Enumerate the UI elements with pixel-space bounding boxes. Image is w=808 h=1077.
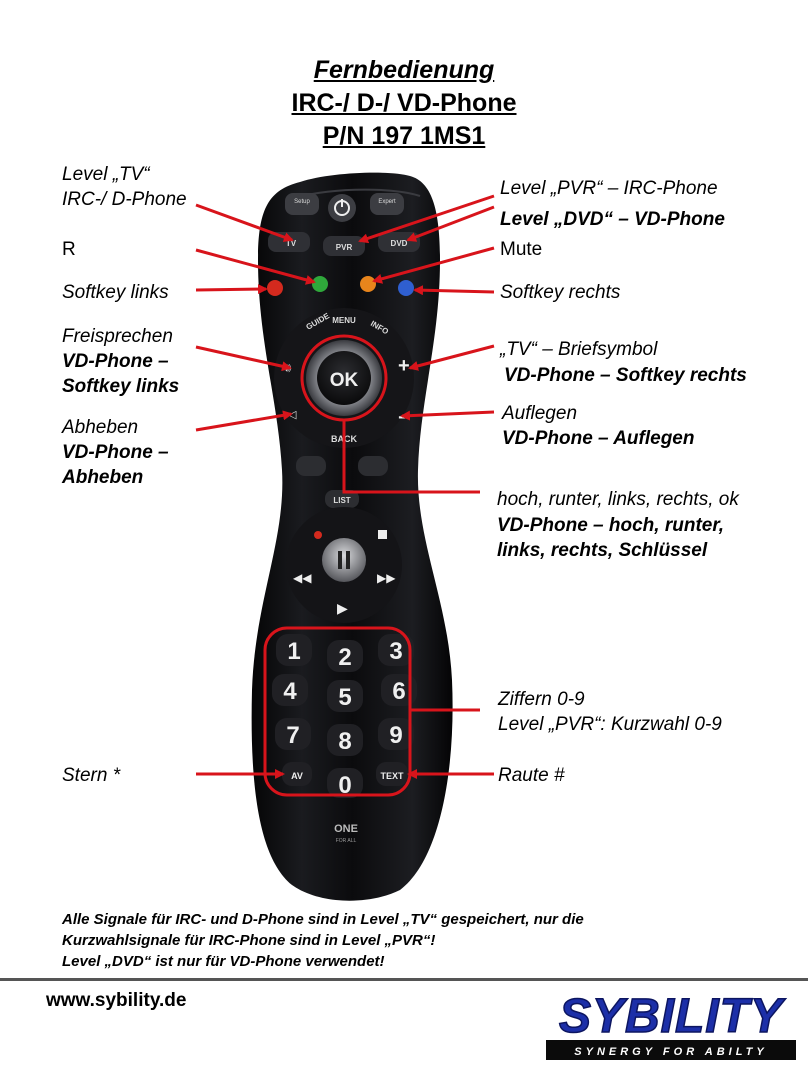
footer-rule bbox=[0, 978, 808, 981]
svg-text:4: 4 bbox=[283, 678, 297, 705]
svg-text:PVR: PVR bbox=[336, 243, 353, 252]
annotation-highlights bbox=[263, 334, 480, 797]
label-abheben-2: Abheben bbox=[62, 467, 144, 488]
label-vd-auflegen: VD-Phone – Auflegen bbox=[502, 428, 695, 449]
note-line-1: Alle Signale für IRC- und D-Phone sind i… bbox=[62, 911, 584, 928]
label-navigation: hoch, runter, links, rechts, ok bbox=[497, 489, 739, 510]
svg-text:AV: AV bbox=[291, 771, 303, 781]
label-irc-d-phone: IRC-/ D-Phone bbox=[62, 189, 187, 210]
label-mute: Mute bbox=[500, 239, 543, 260]
play-icon: ▶ bbox=[337, 600, 348, 616]
svg-text:Setup: Setup bbox=[294, 199, 310, 205]
forward-icon: ▶▶ bbox=[377, 571, 396, 585]
pvr-level-button bbox=[323, 236, 365, 256]
text-button bbox=[376, 762, 408, 786]
svg-text:0: 0 bbox=[338, 772, 351, 799]
plus-icon: + bbox=[398, 355, 410, 377]
label-level-tv: Level „TV“ bbox=[62, 164, 150, 185]
svg-text:3: 3 bbox=[389, 638, 402, 665]
orange-key bbox=[360, 276, 376, 292]
label-level-pvr: Level „PVR“ – IRC-Phone bbox=[500, 178, 718, 199]
red-key bbox=[267, 280, 283, 296]
document-subtitle: IRC-/ D-/ VD-Phone bbox=[291, 89, 517, 117]
blue-key bbox=[398, 280, 414, 296]
part-number: P/N 197 1MS1 bbox=[322, 122, 486, 150]
keypad: 1 2 3 4 5 6 7 8 9 0 bbox=[272, 634, 417, 799]
svg-text:ONE: ONE bbox=[334, 823, 358, 835]
list-button bbox=[325, 490, 359, 508]
svg-text:6: 6 bbox=[392, 678, 405, 705]
svg-text:TEXT: TEXT bbox=[380, 771, 404, 781]
record-button bbox=[314, 531, 322, 539]
label-freisprechen-vd: VD-Phone – bbox=[62, 351, 169, 372]
svg-text:Expert: Expert bbox=[378, 199, 396, 205]
label-raute: Raute # bbox=[498, 765, 565, 786]
stop-button bbox=[378, 530, 387, 539]
label-tv-briefsymbol: „TV“ – Briefsymbol bbox=[500, 339, 658, 360]
svg-text:SYBILITY: SYBILITY bbox=[559, 990, 786, 1043]
svg-text:7: 7 bbox=[286, 722, 299, 749]
label-kurzwahl: Level „PVR“: Kurzwahl 0-9 bbox=[498, 714, 722, 735]
label-abheben-vd: VD-Phone – bbox=[62, 442, 169, 463]
minus-icon: − bbox=[398, 407, 410, 429]
svg-text:9: 9 bbox=[389, 722, 402, 749]
ok-button bbox=[317, 351, 371, 405]
setup-button bbox=[285, 193, 319, 215]
svg-text:DVD: DVD bbox=[391, 239, 408, 248]
note-line-3: Level „DVD“ ist nur für VD-Phone verwend… bbox=[62, 953, 385, 970]
label-auflegen: Auflegen bbox=[502, 403, 578, 424]
av-button bbox=[282, 762, 312, 786]
svg-text:5: 5 bbox=[338, 684, 351, 711]
label-level-dvd: Level „DVD“ – VD-Phone bbox=[500, 209, 725, 230]
pause-button bbox=[322, 538, 366, 582]
svg-text:TV: TV bbox=[286, 239, 297, 248]
tv-level-button bbox=[268, 232, 310, 252]
expert-button bbox=[370, 193, 404, 215]
sybility-logo: SYBILITY SYNERGY FOR ABILTY bbox=[546, 989, 796, 1060]
website-link[interactable]: www.sybility.de bbox=[46, 990, 187, 1011]
svg-text:MENU: MENU bbox=[332, 316, 356, 325]
power-button bbox=[328, 194, 356, 222]
label-softkey-links: Softkey links bbox=[62, 282, 169, 303]
note-line-2: Kurzwahlsignale für IRC-Phone sind in Le… bbox=[62, 932, 436, 949]
rewind-icon: ◀◀ bbox=[293, 571, 312, 585]
svg-text:2: 2 bbox=[338, 644, 351, 671]
label-freisprechen: Freisprechen bbox=[62, 326, 173, 347]
svg-text:LIST: LIST bbox=[333, 496, 350, 505]
label-freisprechen-softkey: Softkey links bbox=[62, 376, 180, 397]
label-ziffern: Ziffern 0-9 bbox=[498, 689, 585, 710]
label-vd-softkey-rechts: VD-Phone – Softkey rechts bbox=[504, 365, 747, 386]
label-stern: Stern * bbox=[62, 765, 121, 786]
label-softkey-rechts: Softkey rechts bbox=[500, 282, 621, 303]
green-key bbox=[312, 276, 328, 292]
document-title: Fernbedienung bbox=[313, 56, 495, 84]
label-vd-navigation-2: links, rechts, Schlüssel bbox=[497, 540, 708, 561]
svg-text:1: 1 bbox=[287, 638, 300, 665]
return-button bbox=[358, 456, 388, 476]
label-r: R bbox=[62, 239, 76, 260]
mute-button bbox=[296, 456, 326, 476]
svg-text:SYNERGY FOR ABILTY: SYNERGY FOR ABILTY bbox=[574, 1046, 767, 1058]
annotation-arrows bbox=[195, 194, 495, 779]
svg-text:OK: OK bbox=[330, 370, 359, 391]
label-abheben: Abheben bbox=[62, 417, 139, 438]
svg-text:FOR ALL: FOR ALL bbox=[336, 838, 357, 844]
svg-text:8: 8 bbox=[338, 728, 351, 755]
label-vd-navigation: VD-Phone – hoch, runter, bbox=[497, 515, 724, 536]
